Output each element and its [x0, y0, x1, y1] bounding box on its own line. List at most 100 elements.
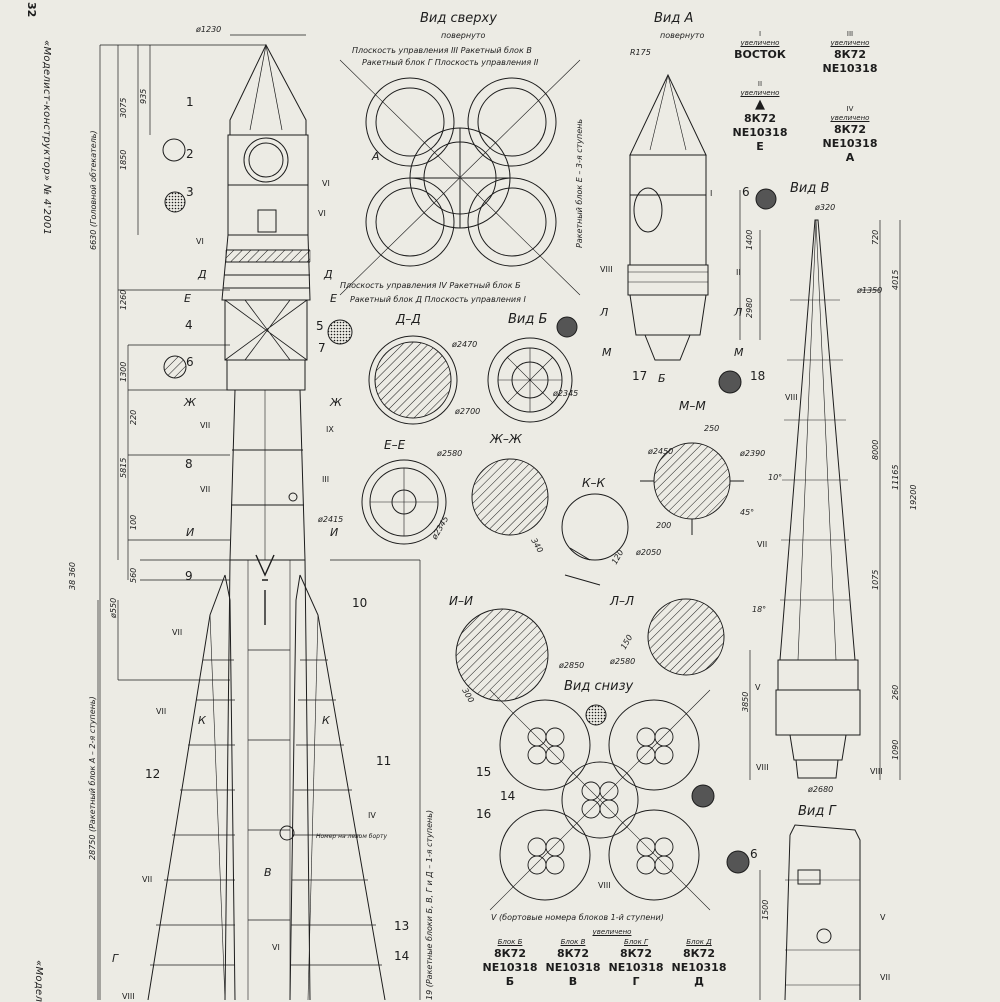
- top-view-label-4: Ракетный блок Д Плоскость управления I: [350, 295, 526, 304]
- svg-text:3: 3: [186, 185, 194, 199]
- svg-text:45°: 45°: [740, 508, 754, 517]
- view-g-title: Вид Г: [798, 804, 837, 819]
- svg-text:ø2580: ø2580: [609, 657, 635, 666]
- section-letters: Д Д Е Е Ж Ж И И К К В Г А Л Л М М Б: [112, 150, 744, 965]
- svg-text:ø2345: ø2345: [552, 389, 578, 398]
- svg-text:VIII: VIII: [870, 767, 883, 776]
- svg-text:ø2415: ø2415: [317, 515, 343, 524]
- svg-text:ø550: ø550: [109, 598, 118, 619]
- top-view-label-1: Плоскость управления III Ракетный блок В: [352, 46, 532, 55]
- svg-text:18°: 18°: [752, 605, 766, 614]
- svg-text:3850: 3850: [741, 692, 750, 712]
- section-ii-label: И–И: [449, 594, 473, 608]
- svg-text:VI: VI: [318, 209, 326, 218]
- svg-text:Ж: Ж: [183, 396, 197, 409]
- marking-i: I увеличено ВОСТОК: [734, 30, 786, 61]
- section-ee: [361, 459, 447, 545]
- svg-text:VIII: VIII: [600, 265, 613, 274]
- view-a: [627, 73, 761, 361]
- svg-text:Е: Е: [184, 292, 191, 305]
- svg-text:VIII: VIII: [122, 992, 135, 1000]
- iv-note: Номер на левом борту: [316, 833, 387, 840]
- view-b: [487, 337, 573, 423]
- dimension-lines-left: [97, 34, 421, 1000]
- view-v: [749, 219, 901, 780]
- svg-text:R175: R175: [630, 48, 651, 57]
- section-mm-label: М–М: [679, 399, 706, 413]
- svg-text:VIII: VIII: [756, 763, 769, 772]
- section-mm: [640, 442, 744, 535]
- svg-text:1300: 1300: [119, 362, 128, 382]
- section-ll-label: Л–Л: [609, 594, 634, 608]
- svg-text:Е: Е: [330, 292, 337, 305]
- svg-text:ø2450: ø2450: [647, 447, 673, 456]
- svg-text:ø2850: ø2850: [558, 661, 584, 670]
- svg-text:6: 6: [742, 185, 750, 199]
- section-zhzh-label: Ж–Ж: [489, 432, 523, 446]
- svg-text:11165: 11165: [891, 465, 900, 490]
- svg-text:6: 6: [186, 355, 194, 369]
- section-zhzh: [471, 458, 549, 536]
- section-dd: [368, 335, 458, 425]
- svg-text:VIII: VIII: [598, 881, 611, 890]
- svg-text:8: 8: [185, 457, 193, 471]
- svg-text:Л: Л: [733, 306, 742, 319]
- svg-text:1260: 1260: [119, 290, 128, 310]
- svg-text:ø1350: ø1350: [856, 286, 882, 295]
- svg-text:935: 935: [139, 89, 148, 104]
- svg-text:Л: Л: [599, 306, 608, 319]
- svg-text:17: 17: [632, 369, 647, 383]
- svg-text:ø2345: ø2345: [429, 515, 450, 542]
- svg-text:И: И: [186, 526, 194, 539]
- roman-labels: VI VI VI VII IX III VII VII VII IV VII V…: [122, 179, 890, 1000]
- svg-text:7: 7: [318, 341, 326, 355]
- svg-text:38 360: 38 360: [68, 562, 77, 590]
- svg-text:ø2390: ø2390: [739, 449, 765, 458]
- svg-text:1850: 1850: [119, 150, 128, 170]
- svg-text:19 (Ракетные блоки Б, В, Г и Д: 19 (Ракетные блоки Б, В, Г и Д – 1-я сту…: [425, 810, 434, 1000]
- svg-text:120: 120: [610, 548, 625, 566]
- svg-text:IX: IX: [326, 425, 334, 434]
- block-a-upper: [229, 389, 306, 561]
- svg-text:9: 9: [185, 569, 193, 583]
- svg-text:II: II: [736, 268, 741, 277]
- svg-text:2980: 2980: [745, 298, 754, 318]
- top-view-title: Вид сверху: [420, 11, 497, 26]
- svg-text:340: 340: [529, 537, 544, 555]
- booster-right: [289, 574, 386, 1000]
- svg-text:Ж: Ж: [329, 396, 343, 409]
- section-kk-label: К–К: [582, 476, 606, 490]
- svg-text:4: 4: [185, 318, 193, 332]
- bottom-zoom-label: увеличено: [592, 928, 632, 936]
- view-b-title: Вид Б: [508, 312, 547, 327]
- svg-text:5: 5: [316, 319, 324, 333]
- svg-text:VI: VI: [272, 943, 280, 952]
- svg-text:И: И: [330, 526, 338, 539]
- svg-text:I: I: [710, 189, 712, 198]
- svg-text:ø320: ø320: [814, 203, 835, 212]
- bottom-view: [489, 689, 711, 911]
- svg-text:К: К: [322, 714, 331, 727]
- svg-text:А: А: [371, 150, 380, 163]
- section-ii: [455, 608, 549, 702]
- svg-text:Д: Д: [323, 268, 333, 281]
- section-dd-label: Д–Д: [395, 312, 421, 326]
- svg-text:ø1230: ø1230: [195, 25, 221, 34]
- svg-text:220: 220: [129, 410, 138, 425]
- porthole: [243, 137, 289, 183]
- svg-text:ø2050: ø2050: [635, 548, 661, 557]
- svg-text:10°: 10°: [768, 473, 782, 482]
- callout-numbers: 1 2 3 4 5 6 7 8 9 10 11 12 13 14 15 14 1…: [145, 95, 765, 963]
- svg-text:V: V: [755, 683, 761, 692]
- svg-text:4015: 4015: [891, 270, 900, 290]
- svg-text:8000: 8000: [871, 440, 880, 460]
- svg-text:11: 11: [376, 754, 391, 768]
- svg-text:ø2700: ø2700: [454, 407, 480, 416]
- svg-text:IV: IV: [368, 811, 376, 820]
- svg-text:Г: Г: [112, 952, 119, 965]
